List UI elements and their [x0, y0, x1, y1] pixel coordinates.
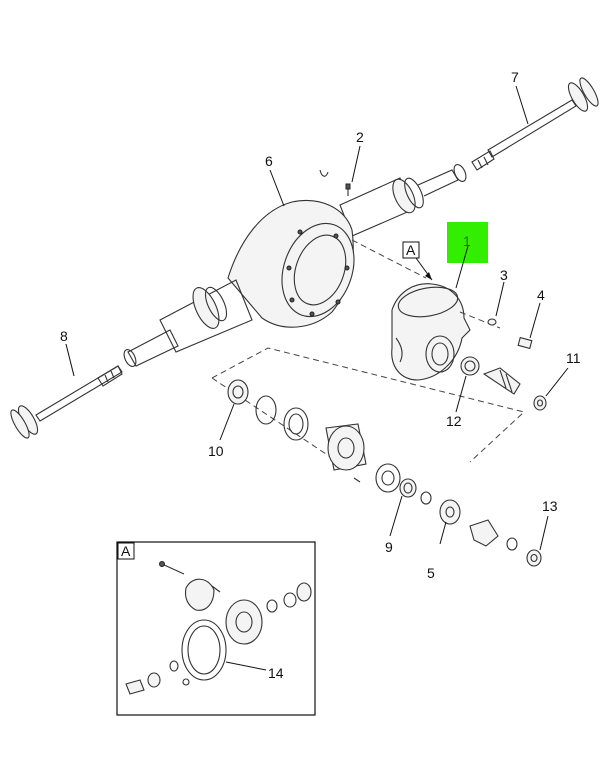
axle-shaft-right[interactable]: [471, 76, 601, 171]
callout-13[interactable]: 13: [542, 498, 558, 514]
bearing-cone-left[interactable]: [227, 379, 249, 405]
callout-8[interactable]: 8: [60, 328, 68, 344]
pinion-cage[interactable]: [469, 519, 499, 547]
adjuster-ring[interactable]: [399, 478, 417, 498]
callout-5[interactable]: 5: [427, 565, 435, 581]
bearing-cup-left[interactable]: [255, 395, 309, 441]
callout-6[interactable]: 6: [265, 153, 273, 169]
view-ref-box: [402, 241, 420, 259]
callout-7[interactable]: 7: [511, 69, 519, 85]
pinion-washer[interactable]: [533, 395, 547, 411]
view-ref-label[interactable]: A: [406, 242, 416, 258]
inset-view-a: [116, 541, 316, 716]
callout-14[interactable]: 14: [268, 665, 284, 681]
bearing-cup-right[interactable]: [375, 463, 401, 493]
pinion-bearing[interactable]: [460, 356, 480, 376]
callout-11[interactable]: 11: [566, 350, 581, 366]
callout-10[interactable]: 10: [208, 443, 224, 459]
drive-pinion[interactable]: [482, 367, 521, 395]
callout-2[interactable]: 2: [356, 129, 364, 145]
pinion-nut[interactable]: [526, 549, 542, 567]
stud-washer[interactable]: [487, 318, 497, 326]
differential-case[interactable]: [325, 423, 367, 471]
callout-12[interactable]: 12: [446, 413, 462, 429]
callout-9[interactable]: 9: [385, 539, 393, 555]
highlight-box-item-1: [447, 222, 488, 263]
leader-lines: [65, 85, 569, 671]
axle-housing[interactable]: [122, 163, 469, 369]
axle-shaft-left[interactable]: [8, 365, 123, 440]
callout-3[interactable]: 3: [500, 267, 508, 283]
pinion-spacer[interactable]: [506, 537, 518, 551]
callout-4[interactable]: 4: [537, 287, 545, 303]
bolt[interactable]: [517, 336, 533, 350]
pinion-bearing-cone[interactable]: [439, 499, 461, 525]
callout-1[interactable]: 1: [463, 233, 471, 249]
differential-carrier[interactable]: [391, 283, 471, 381]
bearing-small[interactable]: [420, 491, 432, 505]
inset-ref-label: A: [121, 543, 131, 559]
